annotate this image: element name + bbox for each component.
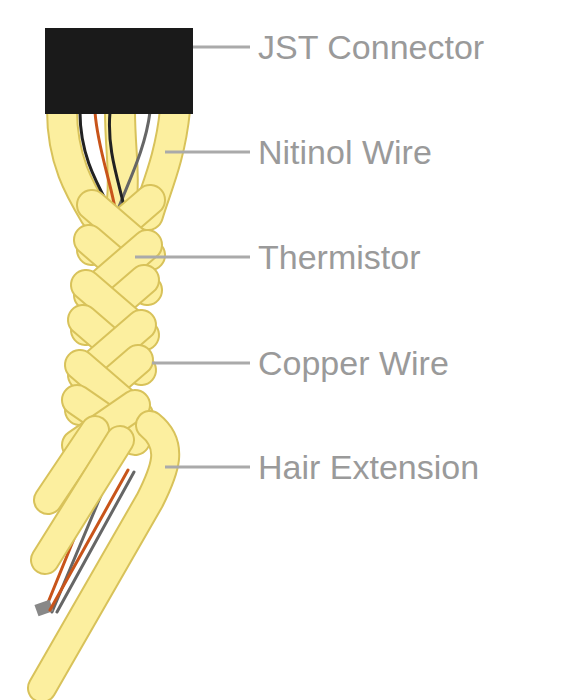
leader-lines — [135, 47, 250, 467]
part-label: Thermistor — [258, 237, 420, 277]
part-label: JST Connector — [258, 27, 484, 67]
part-label: Nitinol Wire — [258, 132, 432, 172]
part-label: Hair Extension — [258, 447, 479, 487]
part-label: Copper Wire — [258, 343, 449, 383]
jst-connector — [45, 28, 193, 114]
